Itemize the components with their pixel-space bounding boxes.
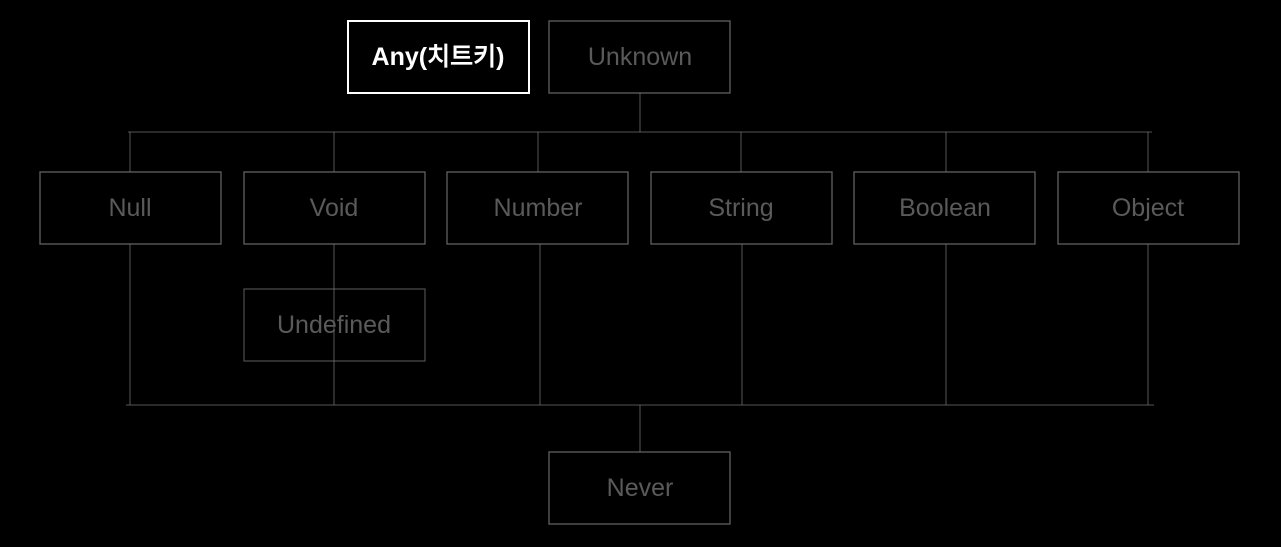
void-node: Void (243, 171, 426, 245)
null-box (39, 171, 222, 245)
string-node: String (650, 171, 833, 245)
undefined-node: Undefined (243, 288, 426, 362)
never-node: Never (548, 451, 731, 525)
boolean-box (853, 171, 1036, 245)
connectors (126, 93, 1154, 452)
unknown-label: Unknown (588, 43, 692, 71)
any-label: Any(치트키) (372, 43, 505, 71)
void-label: Void (310, 194, 359, 222)
string-label: String (708, 194, 773, 222)
null-node: Null (39, 171, 222, 245)
void-box (243, 171, 426, 245)
never-box (548, 451, 731, 525)
never-label: Never (607, 474, 674, 502)
string-box (650, 171, 833, 245)
object-node: Object (1057, 171, 1240, 245)
number-label: Number (494, 194, 583, 222)
object-label: Object (1112, 194, 1184, 222)
number-box (446, 171, 629, 245)
boolean-label: Boolean (899, 194, 991, 222)
any-box (347, 20, 530, 94)
any-node: Any(치트키) (347, 20, 530, 94)
number-node: Number (446, 171, 629, 245)
undefined-label: Undefined (277, 311, 391, 339)
unknown-node: Unknown (548, 20, 731, 94)
undefined-box (243, 288, 426, 362)
boolean-node: Boolean (853, 171, 1036, 245)
null-label: Null (108, 194, 151, 222)
object-box (1057, 171, 1240, 245)
unknown-box (548, 20, 731, 94)
